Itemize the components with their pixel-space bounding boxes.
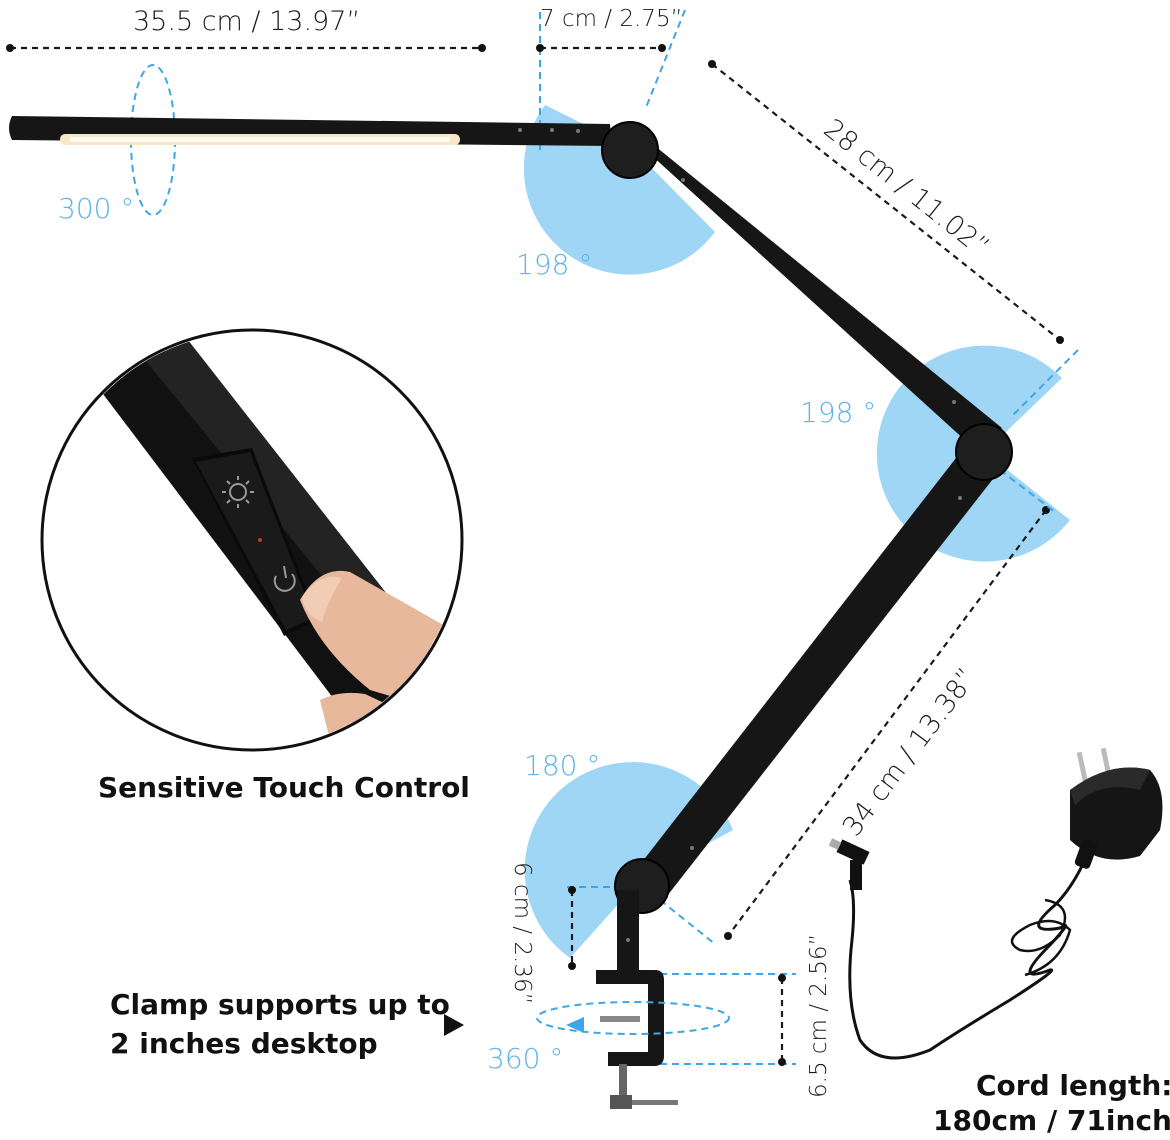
head-joint xyxy=(601,121,659,179)
dc-plug xyxy=(828,838,870,890)
touch-control-caption: Sensitive Touch Control xyxy=(98,771,470,804)
lower-arm-label: 34 cm / 13.38” xyxy=(837,663,983,843)
base-height-dimension: 6 cm / 2.36” xyxy=(509,862,630,1005)
power-cord-coil xyxy=(1010,898,1072,977)
upper-arm-label: 28 cm / 11.02” xyxy=(818,113,995,263)
desk-clamp xyxy=(596,970,678,1109)
head-joint-wedge xyxy=(523,105,715,275)
joint-width-label: 7 cm / 2.75” xyxy=(540,6,683,32)
base-joint-angle-label: 180 ° xyxy=(524,749,600,782)
play-arrow-icon xyxy=(444,1014,464,1036)
lower-arm xyxy=(628,440,1000,905)
clamp-caption-line2: 2 inches desktop xyxy=(110,1027,378,1060)
head-joint-angle-label: 198 ° xyxy=(516,248,592,281)
lamp-head xyxy=(9,116,612,146)
base-joint-wedge xyxy=(524,762,733,958)
touch-control-zoom xyxy=(40,328,464,752)
upper-arm xyxy=(628,134,1002,452)
clamp-caption-line1: Clamp supports up to xyxy=(110,988,450,1021)
elbow-joint xyxy=(955,423,1013,481)
power-cord xyxy=(848,865,1084,1060)
cord-caption-line2: 180cm / 71inch xyxy=(933,1104,1170,1137)
base-rotation-label: 360 ° xyxy=(487,1042,563,1075)
power-adapter xyxy=(1070,747,1163,869)
brightness-sun-icon[interactable] xyxy=(222,476,254,508)
rotation-arrow-icon xyxy=(566,1017,584,1033)
head-rotation-label: 300 ° xyxy=(58,192,134,225)
head-length-dimension: 35.5 cm / 13.97” xyxy=(6,6,486,52)
base-post xyxy=(617,890,639,976)
clamp-height-dimension: 6.5 cm / 2.56” xyxy=(660,934,832,1098)
base-height-label: 6 cm / 2.36” xyxy=(509,862,535,1005)
head-length-label: 35.5 cm / 13.97” xyxy=(133,6,360,37)
cord-caption-line1: Cord length: xyxy=(976,1069,1170,1102)
elbow-joint-angle-label: 198 ° xyxy=(800,396,876,429)
touch-panel[interactable] xyxy=(192,448,318,636)
clamp-height-label: 6.5 cm / 2.56” xyxy=(806,934,832,1098)
power-icon[interactable] xyxy=(273,565,296,592)
base-rotation-ellipse xyxy=(536,1001,730,1035)
